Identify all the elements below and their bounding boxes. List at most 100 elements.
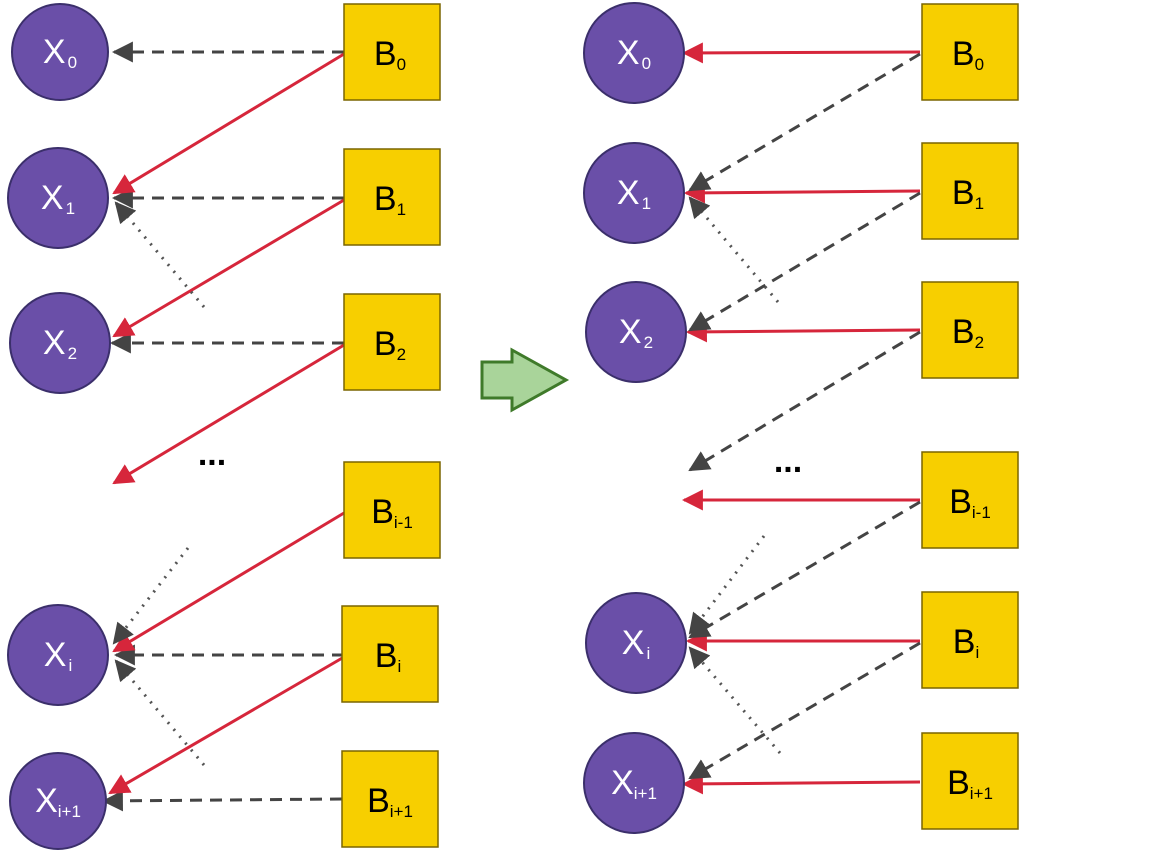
x-label: X: [43, 33, 66, 71]
b-subscript: i: [397, 657, 401, 676]
b-label: B: [374, 325, 397, 363]
svg-text:Bi-1: Bi-1: [371, 493, 413, 532]
b-subscript: 1: [975, 194, 984, 213]
b-subscript: 1: [397, 200, 406, 219]
transition-arrow: [480, 347, 570, 413]
left-b-node-2: B2: [343, 293, 441, 391]
svg-text:Xi+1: Xi+1: [611, 764, 657, 803]
svg-text:Bi-1: Bi-1: [949, 483, 991, 522]
right-dotted-edge-to-xi-bottom: [688, 646, 782, 754]
right-red-edge-b1-x1: [683, 182, 921, 204]
b-label: B: [367, 782, 390, 820]
right-dashed-edge-b1-x2: [688, 191, 921, 332]
b-label: B: [952, 313, 975, 351]
right-ellipsis: ...: [774, 442, 802, 480]
right-dashed-edge-b2-next: [688, 330, 921, 472]
x-label: X: [41, 179, 64, 217]
b-label: B: [374, 180, 397, 218]
b-subscript: 2: [975, 333, 984, 352]
left-edges: [101, 41, 345, 812]
x-label: X: [622, 624, 645, 662]
left-x-node-i-plus-1: Xi+1: [9, 752, 107, 850]
x-label: X: [44, 636, 67, 674]
right-b-nodes: B0 B1 B2 Bi-1 Bi: [921, 3, 1019, 830]
x-label: X: [619, 313, 642, 351]
b-label: B: [952, 35, 975, 73]
left-ellipsis: ...: [198, 435, 226, 473]
b-subscript: i-1: [394, 513, 413, 532]
svg-text:B0: B0: [374, 35, 406, 74]
left-b-node-i: Bi: [341, 605, 439, 703]
b-subscript: 0: [397, 55, 406, 74]
left-red-edge-b0-x1: [112, 52, 345, 195]
x-subscript: i: [68, 656, 72, 675]
b-label: B: [953, 623, 976, 661]
svg-text:Xi: Xi: [44, 636, 72, 675]
b-subscript: i+1: [390, 802, 413, 821]
svg-text:B1: B1: [952, 174, 984, 213]
right-red-edge-b0-x0: [681, 42, 921, 64]
b-subscript: i-1: [972, 503, 991, 522]
b-subscript: i+1: [970, 784, 993, 803]
right-red-edge-b2-x2: [685, 321, 921, 343]
b-label: B: [952, 174, 975, 212]
b-subscript: 2: [397, 345, 406, 364]
x-subscript: i+1: [58, 802, 81, 821]
x-label: X: [611, 764, 634, 802]
right-b-node-i-minus-1: Bi-1: [921, 451, 1019, 549]
right-b-node-1: B1: [921, 142, 1019, 240]
x-subscript: i: [646, 644, 650, 663]
x-subscript: 1: [642, 194, 651, 213]
right-red-edge-bi1-xi1: [681, 773, 921, 795]
right-dotted-edge-to-xi-top: [688, 535, 766, 635]
left-b-node-i-plus-1: Bi+1: [341, 750, 439, 848]
left-dotted-edge-to-xi-top: [112, 547, 190, 645]
left-dashed-edge-bi1-xi1: [101, 790, 343, 812]
b-label: B: [375, 637, 398, 675]
svg-text:B2: B2: [952, 313, 984, 352]
svg-text:Xi+1: Xi+1: [35, 782, 81, 821]
right-dashed-edge-bi-xi1: [688, 641, 921, 780]
x-label: X: [43, 324, 66, 362]
svg-text:Bi: Bi: [953, 623, 979, 662]
svg-text:X2: X2: [619, 313, 653, 352]
svg-text:B1: B1: [374, 180, 406, 219]
b-label: B: [374, 35, 397, 73]
right-dashed-edge-bi-1-xi: [688, 500, 921, 639]
right-edges: [681, 42, 921, 795]
left-red-edge-b2-next: [112, 343, 345, 485]
svg-text:Bi: Bi: [375, 637, 401, 676]
left-b-node-1: B1: [343, 148, 441, 246]
svg-text:B2: B2: [374, 325, 406, 364]
left-b-nodes: B0 B1 B2 Bi-1 Bi: [341, 3, 441, 848]
svg-text:B0: B0: [952, 35, 984, 74]
x-label: X: [617, 174, 640, 212]
b-label: B: [949, 483, 972, 521]
svg-text:Xi: Xi: [622, 624, 650, 663]
b-label: B: [371, 493, 394, 531]
b-label: B: [947, 764, 970, 802]
right-b-node-i-plus-1: Bi+1: [921, 732, 1019, 830]
x-subscript: 1: [66, 199, 75, 218]
svg-text:X2: X2: [43, 324, 77, 363]
left-dotted-edge-to-xi-bottom: [114, 659, 206, 766]
svg-text:X1: X1: [617, 174, 651, 213]
x-label: X: [35, 782, 58, 820]
x-subscript: i+1: [634, 784, 657, 803]
left-b-node-i-minus-1: Bi-1: [343, 461, 441, 559]
x-subscript: 0: [68, 53, 77, 72]
svg-text:X0: X0: [617, 34, 651, 73]
right-b-node-0: B0: [921, 3, 1019, 101]
